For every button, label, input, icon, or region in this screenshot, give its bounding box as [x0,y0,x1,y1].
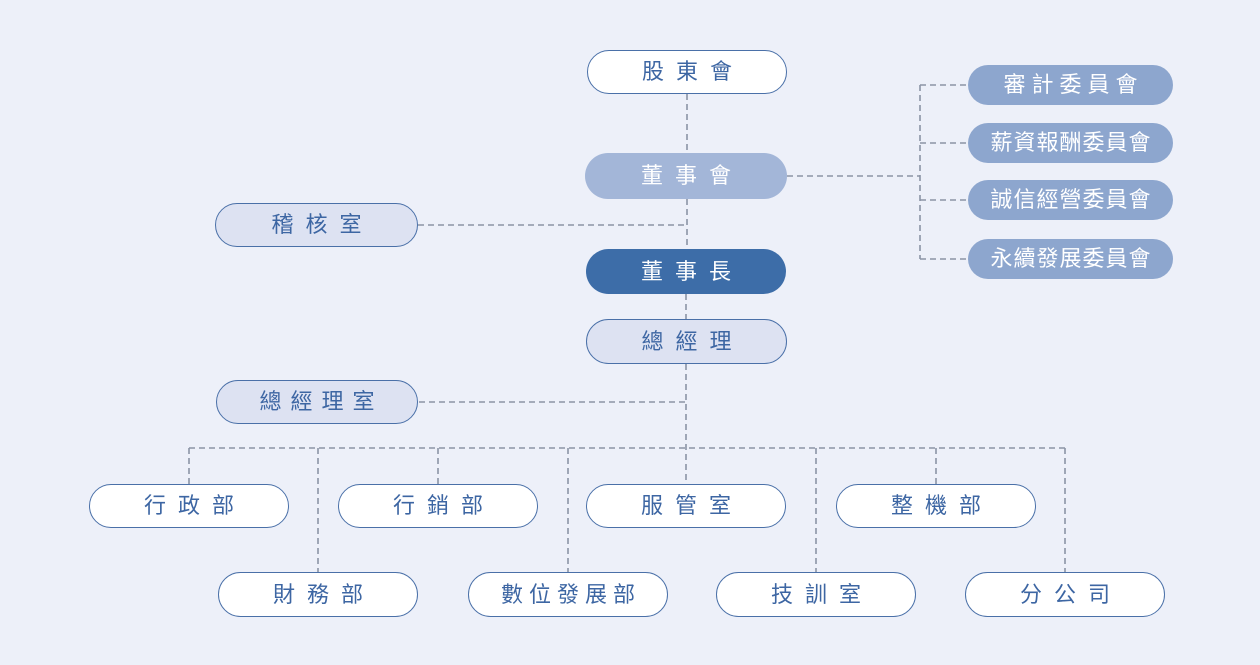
node-marketing-dept: 行銷部 [338,484,538,528]
node-board-of-directors: 董事會 [585,153,787,199]
node-compensation-committee: 薪資報酬委員會 [968,123,1173,163]
node-audit-committee: 審計委員會 [968,65,1173,105]
node-branch-office: 分公司 [965,572,1165,617]
node-digital-development-dept: 數位發展部 [468,572,668,617]
node-finance-dept: 財務部 [218,572,418,617]
node-shareholders-meeting: 股東會 [587,50,787,94]
node-integrity-committee: 誠信經營委員會 [968,180,1173,220]
node-machine-assembly-dept: 整機部 [836,484,1036,528]
node-general-manager: 總經理 [586,319,787,364]
node-administration-dept: 行政部 [89,484,289,528]
node-chairman: 董事長 [586,249,786,294]
node-general-manager-office: 總經理室 [216,380,418,424]
node-service-management-office: 服管室 [586,484,786,528]
node-technical-training-office: 技訓室 [716,572,916,617]
node-audit-office: 稽核室 [215,203,418,247]
node-sustainability-committee: 永續發展委員會 [968,239,1173,279]
